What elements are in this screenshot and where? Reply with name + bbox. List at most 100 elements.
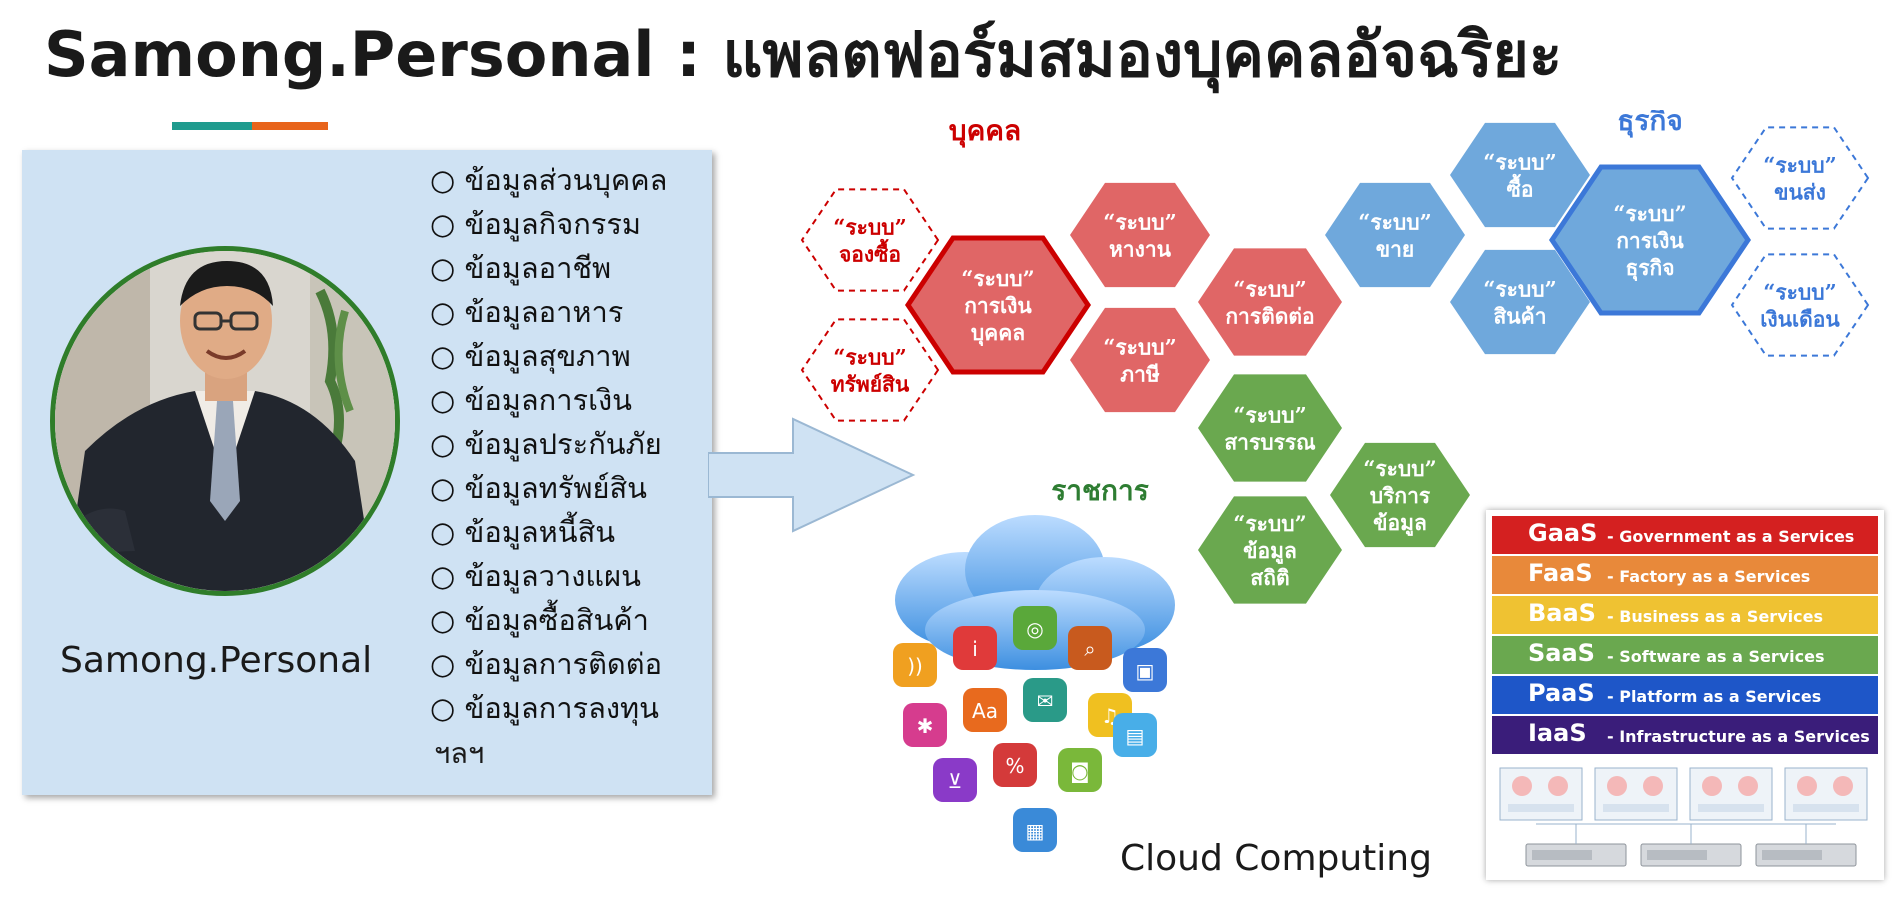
hexagon-label: หางาน xyxy=(1109,237,1172,262)
hexagon-product: “ระบบ”สินค้า xyxy=(1450,249,1590,355)
mail-icon: ✉ xyxy=(1023,678,1067,722)
hexagon-ship: “ระบบ”ขนส่ง xyxy=(1730,126,1870,230)
group-label-personal: บุคคล xyxy=(949,114,1021,148)
server-module-icon xyxy=(1689,767,1773,821)
bag-icon: ▤ xyxy=(1113,713,1157,757)
server-module-icon xyxy=(1784,767,1868,821)
tier-abbr: FaaS xyxy=(1528,559,1593,587)
profile-photo xyxy=(50,246,400,596)
icon-glyph: ▦ xyxy=(1026,819,1045,843)
flow-arrow xyxy=(708,417,916,533)
hexagon-pfin: “ระบบ”การเงินบุคคล xyxy=(904,235,1092,375)
icon-glyph: Aa xyxy=(972,699,998,723)
list-item: ○ ข้อมูลอาหาร xyxy=(430,295,624,329)
hexagon-label: ขาย xyxy=(1376,237,1414,262)
hexagon-label: ซื้อ xyxy=(1507,174,1534,202)
hexagon-shape xyxy=(1730,126,1870,230)
hexagon-shape xyxy=(1730,253,1870,357)
icon-glyph: ▤ xyxy=(1126,724,1145,748)
hexagon-shape xyxy=(1070,307,1210,413)
list-etc: ฯลฯ xyxy=(434,736,485,770)
hexagon-asset: “ระบบ”ทรัพย์สิน xyxy=(800,318,940,422)
hexagon-label: ข้อมูล xyxy=(1373,510,1427,537)
server-module-icon xyxy=(1499,767,1583,821)
accent-bar-orange xyxy=(252,122,328,130)
hexagon-book: “ระบบ”จองซื้อ xyxy=(800,188,940,292)
icon-tile xyxy=(893,643,937,687)
hexagon-shape xyxy=(1548,164,1752,316)
globe-icon: ◎ xyxy=(1013,606,1057,650)
hexagon-tax: “ระบบ”ภาษี xyxy=(1070,307,1210,413)
hexagon-label: บริการ xyxy=(1370,483,1431,508)
accent-bar-teal xyxy=(172,122,252,130)
icon-tile xyxy=(1123,648,1167,692)
hexagon-label: “ระบบ” xyxy=(833,345,906,370)
icon-glyph: ◎ xyxy=(1026,617,1043,641)
tier-description: - Platform as a Services xyxy=(1607,687,1822,706)
service-tier-iaas: IaaS - Infrastructure as a Services xyxy=(1492,716,1878,754)
app-icon-cluster: ))i◎⌕▣✱Aa✉♫⊻%◙▦▤ xyxy=(893,606,1167,852)
hexagon-shape xyxy=(800,318,940,422)
hexagon-stat: “ระบบ”ข้อมูลสถิติ xyxy=(1198,496,1342,604)
list-item: ○ ข้อมูลการเงิน xyxy=(430,383,632,417)
hexagon-label: ขนส่ง xyxy=(1774,180,1826,205)
icon-glyph: ⊻ xyxy=(948,769,963,793)
search-icon: ⌕ xyxy=(1068,626,1112,670)
hexagon-label: การติดต่อ xyxy=(1225,304,1314,329)
hexagon-label: ทรัพย์สิน xyxy=(831,372,910,397)
hexagon-label: สินค้า xyxy=(1493,304,1546,329)
icon-tile xyxy=(1023,678,1067,722)
hexagon-sell: “ระบบ”ขาย xyxy=(1325,182,1465,288)
hexagon-label: จองซื้อ xyxy=(839,239,901,267)
icon-tile xyxy=(963,688,1007,732)
hexagon-label: “ระบบ” xyxy=(1233,403,1306,428)
hexagon-label: “ระบบ” xyxy=(1483,150,1556,175)
hexagon-shape xyxy=(1450,249,1590,355)
service-tier-baas: BaaS- Business as a Services xyxy=(1492,596,1878,634)
list-item: ○ ข้อมูลการติดต่อ xyxy=(430,647,662,681)
hexagon-label: สารบรรณ xyxy=(1224,430,1316,455)
list-item: ○ ข้อมูลทรัพย์สิน xyxy=(430,471,647,505)
tier-abbr: IaaS xyxy=(1528,719,1587,747)
tier-description: - Factory as a Services xyxy=(1607,567,1811,586)
list-item: ○ ข้อมูลวางแผน xyxy=(430,559,641,593)
hexagon-label: “ระบบ” xyxy=(961,266,1034,291)
hexagon-contact: “ระบบ”การติดต่อ xyxy=(1198,248,1342,356)
hexagon-shape xyxy=(904,235,1092,375)
gear-icon: ✱ xyxy=(903,703,947,747)
cloud-computing-label: Cloud Computing xyxy=(1120,838,1432,879)
icon-glyph: ⌕ xyxy=(1084,637,1095,661)
hexagon-label: “ระบบ” xyxy=(1103,210,1176,235)
hexagon-salary: “ระบบ”เงินเดือน xyxy=(1730,253,1870,357)
list-item: ○ ข้อมูลประกันภัย xyxy=(430,427,662,461)
server-unit-icon xyxy=(1640,824,1742,867)
service-tier-saas: SaaS- Software as a Services xyxy=(1492,636,1878,674)
icon-glyph: ▣ xyxy=(1136,659,1155,683)
hexagon-label: “ระบบ” xyxy=(1233,511,1306,536)
icon-tile xyxy=(1058,748,1102,792)
hexagon-label: การเงิน xyxy=(964,293,1032,318)
hexagon-label: สถิติ xyxy=(1250,565,1289,590)
hexagon-label: ภาษี xyxy=(1120,362,1160,387)
server-rack-illustration xyxy=(1499,767,1868,867)
list-item: ○ ข้อมูลสุขภาพ xyxy=(430,339,631,373)
tier-description: - Software as a Services xyxy=(1607,647,1825,666)
tier-description: - Infrastructure as a Services xyxy=(1607,727,1870,746)
icon-tile xyxy=(1013,606,1057,650)
icon-tile xyxy=(903,703,947,747)
service-tier-paas: PaaS- Platform as a Services xyxy=(1492,676,1878,714)
profile-name: Samong.Personal xyxy=(60,640,373,681)
percent-icon: % xyxy=(993,743,1037,787)
icon-tile xyxy=(933,758,977,802)
icon-glyph: ✱ xyxy=(917,714,934,738)
icon-tile xyxy=(1068,626,1112,670)
list-item: ○ ข้อมูลอาชีพ xyxy=(430,251,612,285)
icon-tile xyxy=(1013,808,1057,852)
hexagon-label: “ระบบ” xyxy=(1103,335,1176,360)
lock-icon: ▣ xyxy=(1123,648,1167,692)
hexagon-label: “ระบบ” xyxy=(1763,153,1836,178)
hexagon-label: ข้อมูล xyxy=(1243,538,1297,565)
server-unit-icon xyxy=(1755,824,1857,867)
